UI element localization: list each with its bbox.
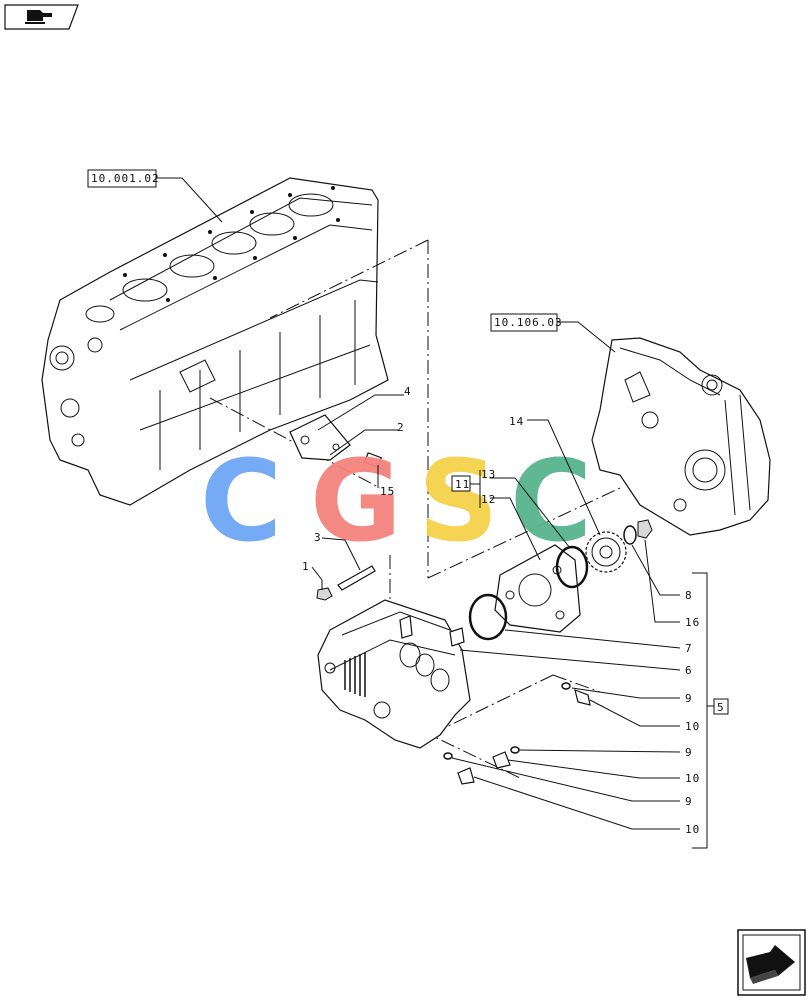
callout-9[interactable]: 9 <box>685 746 693 759</box>
nut-part-1[interactable] <box>316 587 333 601</box>
callout-14[interactable]: 14 <box>509 415 524 428</box>
callouts: 4 2 15 3 1 14 11 13 12 8 16 7 6 9 10 9 1… <box>302 385 729 836</box>
o-ring-part-12[interactable] <box>555 545 589 589</box>
seal-part-9[interactable] <box>561 682 571 690</box>
leader-lines <box>311 394 714 849</box>
fitting-part-10[interactable] <box>457 767 475 785</box>
callout-3[interactable]: 3 <box>314 531 322 544</box>
callout-13[interactable]: 13 <box>481 468 496 481</box>
callout-6[interactable]: 6 <box>685 664 693 677</box>
watermark-letter: C <box>510 437 592 567</box>
injection-pump <box>317 599 471 749</box>
callout-8[interactable]: 8 <box>685 589 693 602</box>
watermark-letter: S <box>418 437 499 567</box>
bolt-part-15[interactable] <box>363 452 386 471</box>
reference-label: 10.106.03 <box>494 316 563 329</box>
watermark: C G S C <box>200 437 592 567</box>
callout-9[interactable]: 9 <box>685 692 693 705</box>
callout-5-box[interactable]: 5 <box>713 698 729 715</box>
callout-5: 5 <box>717 701 725 714</box>
hand-pointer-icon[interactable] <box>4 4 79 30</box>
callout-1[interactable]: 1 <box>302 560 310 573</box>
reference-engine-block[interactable]: 10.001.02 <box>87 169 160 188</box>
seal-part-9[interactable] <box>510 746 520 754</box>
nut-part-16[interactable] <box>637 519 653 539</box>
callout-12[interactable]: 12 <box>481 493 496 506</box>
reference-label: 10.001.02 <box>91 172 160 185</box>
center-lines <box>209 239 621 779</box>
callout-10[interactable]: 10 <box>685 720 700 733</box>
fitting-part-10[interactable] <box>574 689 591 706</box>
o-ring-part-7[interactable] <box>468 593 508 641</box>
stud-part-3[interactable] <box>337 565 376 591</box>
gear-part-14[interactable] <box>585 531 627 573</box>
callout-10[interactable]: 10 <box>685 772 700 785</box>
callout-7[interactable]: 7 <box>685 642 693 655</box>
reference-timing-cover[interactable]: 10.106.03 <box>490 313 563 332</box>
timing-cover <box>591 337 771 536</box>
callout-11-box[interactable]: 11 <box>451 475 471 492</box>
callout-16[interactable]: 16 <box>685 616 700 629</box>
next-page-arrow-icon[interactable] <box>737 929 806 996</box>
fitting-part-10[interactable] <box>492 751 511 769</box>
callout-11: 11 <box>455 478 470 491</box>
callout-4[interactable]: 4 <box>404 385 412 398</box>
callout-2[interactable]: 2 <box>397 421 405 434</box>
callout-15[interactable]: 15 <box>380 485 395 498</box>
washer-part-8[interactable] <box>623 525 637 545</box>
cylinder-bores <box>85 193 334 323</box>
callout-10[interactable]: 10 <box>685 823 700 836</box>
flange-part-6[interactable] <box>494 544 581 633</box>
watermark-letter: G <box>310 437 402 567</box>
gasket-part-4[interactable] <box>289 414 351 461</box>
seal-part-9[interactable] <box>443 752 453 760</box>
watermark-letter: C <box>200 437 282 567</box>
engine-block <box>41 177 389 506</box>
callout-9[interactable]: 9 <box>685 795 693 808</box>
